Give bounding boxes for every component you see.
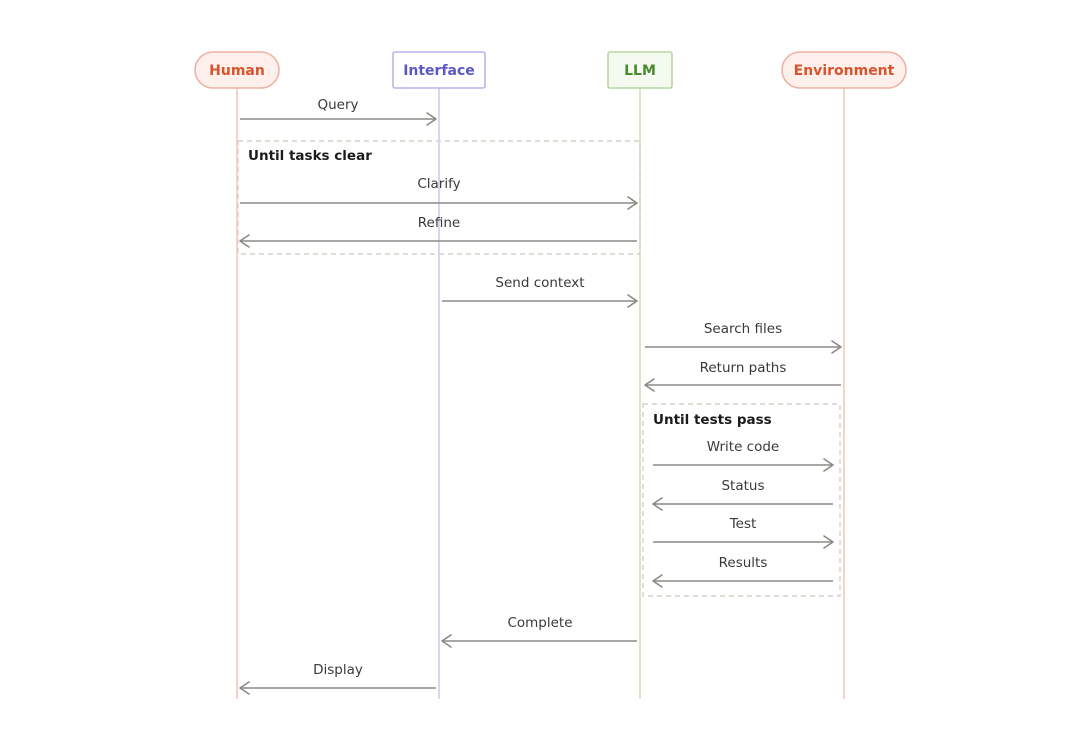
loop-tasks-clear: Until tasks clear bbox=[237, 140, 641, 255]
msg-send-context-arrowhead-icon bbox=[627, 294, 638, 308]
msg-search-files: Search files bbox=[645, 321, 842, 354]
participant-human-box[interactable] bbox=[194, 51, 280, 89]
msg-test-arrowhead-icon bbox=[823, 535, 834, 549]
participant-llm-label: LLM bbox=[624, 63, 656, 79]
loop-tests-pass-label: Until tests pass bbox=[653, 412, 772, 428]
msg-return-paths: Return paths bbox=[644, 360, 841, 392]
msg-complete-arrowhead-icon bbox=[441, 634, 452, 648]
msg-send-context-label: Send context bbox=[495, 275, 584, 291]
msg-return-paths-label: Return paths bbox=[700, 360, 787, 376]
loop-tasks-clear-label: Until tasks clear bbox=[248, 148, 372, 164]
msg-complete-label: Complete bbox=[507, 615, 572, 631]
msg-write-code-arrowhead-icon bbox=[823, 458, 834, 472]
participant-llm-box[interactable] bbox=[607, 51, 673, 89]
msg-status-arrowhead-icon bbox=[652, 497, 663, 511]
loop-tasks-clear-frame bbox=[237, 140, 641, 255]
msg-test: Test bbox=[653, 516, 834, 549]
msg-results-label: Results bbox=[719, 555, 768, 571]
msg-display-label: Display bbox=[313, 662, 363, 678]
msg-status: Status bbox=[652, 478, 833, 511]
participant-environment-label: Environment bbox=[794, 63, 895, 79]
msg-query-label: Query bbox=[317, 97, 358, 113]
msg-refine-arrowhead-icon bbox=[239, 234, 250, 248]
msg-refine-label: Refine bbox=[418, 215, 460, 231]
msg-results: Results bbox=[652, 555, 833, 588]
msg-display: Display bbox=[239, 662, 436, 695]
loop-tests-pass-frame bbox=[642, 403, 841, 597]
msg-write-code-label: Write code bbox=[707, 439, 780, 455]
msg-complete: Complete bbox=[441, 615, 637, 648]
participant-environment[interactable]: Environment bbox=[781, 51, 907, 89]
participant-interface[interactable]: Interface bbox=[392, 51, 486, 89]
participant-environment-box[interactable] bbox=[781, 51, 907, 89]
participant-human-label: Human bbox=[209, 63, 265, 79]
msg-query-arrowhead-icon bbox=[426, 112, 437, 126]
lifelines-layer bbox=[236, 88, 845, 699]
msg-search-files-label: Search files bbox=[704, 321, 782, 337]
msg-clarify-label: Clarify bbox=[417, 176, 460, 192]
msg-test-label: Test bbox=[729, 516, 757, 532]
participant-interface-label: Interface bbox=[403, 63, 475, 79]
msg-write-code: Write code bbox=[653, 439, 834, 472]
msg-display-arrowhead-icon bbox=[239, 681, 250, 695]
msg-results-arrowhead-icon bbox=[652, 574, 663, 588]
participant-interface-box[interactable] bbox=[392, 51, 486, 89]
msg-send-context: Send context bbox=[442, 275, 638, 308]
participant-human[interactable]: Human bbox=[194, 51, 280, 89]
msg-search-files-arrowhead-icon bbox=[831, 340, 842, 354]
msg-query: Query bbox=[240, 97, 437, 126]
participant-llm[interactable]: LLM bbox=[607, 51, 673, 89]
msg-clarify: Clarify bbox=[240, 176, 638, 210]
msg-return-paths-arrowhead-icon bbox=[644, 378, 655, 392]
msg-status-label: Status bbox=[721, 478, 764, 494]
msg-clarify-arrowhead-icon bbox=[627, 196, 638, 210]
participants-layer: Human Interface LLM Environment bbox=[194, 51, 907, 89]
loop-tests-pass: Until tests pass bbox=[642, 403, 841, 597]
msg-refine: Refine bbox=[239, 215, 637, 248]
